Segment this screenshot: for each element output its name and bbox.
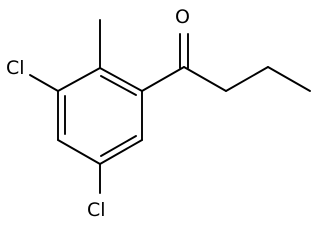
benzene-ring	[57, 67, 143, 165]
ring-bond-c1-c2	[99, 67, 143, 92]
chlorine-atom-label-bottom: Cl	[87, 199, 106, 221]
ring-bond-c6-c1	[57, 67, 101, 92]
carbonyl-carbon-bond	[141, 66, 185, 92]
oxygen-atom-label: O	[175, 6, 190, 28]
chain-bond-2	[225, 66, 269, 92]
ring-bond-c4-c5	[57, 139, 101, 165]
chloro-top-bond	[29, 74, 59, 92]
ring-double-bond-inner-2	[100, 135, 137, 157]
ring-bond-c3-c4	[99, 139, 143, 165]
chlorine-atom-label-top: Cl	[6, 57, 25, 79]
chain-bond-1	[183, 66, 227, 92]
chain-bond-3	[267, 66, 311, 92]
ring-double-bond-inner-1	[100, 75, 137, 96]
chemical-structure-diagram: Cl Cl O	[6, 6, 311, 221]
